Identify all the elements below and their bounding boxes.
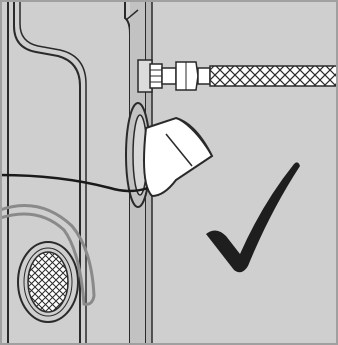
braided-hose [210, 66, 338, 86]
